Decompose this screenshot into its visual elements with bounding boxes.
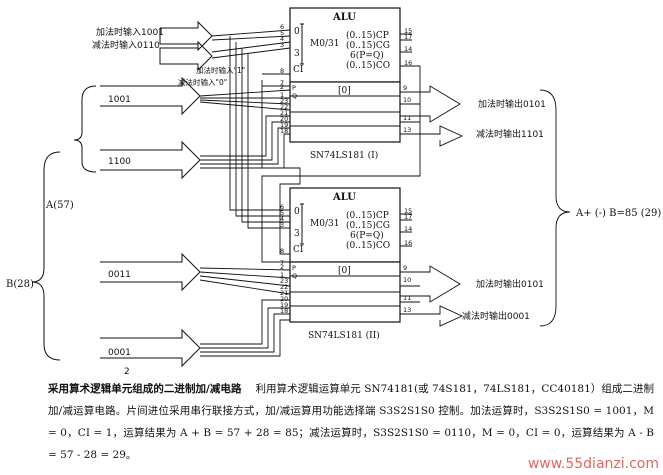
- label-b-lower: 0001: [108, 348, 131, 358]
- label-carry: 2: [124, 367, 130, 377]
- chip-2-input-pin: 18: [280, 307, 288, 315]
- chip-2-output-pin: 9: [403, 264, 407, 272]
- chip-1-func-pq: 6(P=Q): [350, 50, 384, 61]
- chip-1-p: P: [292, 84, 296, 92]
- chip-2-input-pin: 20: [280, 295, 288, 303]
- chip-1-input-pin: 7: [280, 79, 284, 87]
- chip-1-input-pin: 1: [280, 91, 284, 99]
- chip-1-input-pin: 22: [280, 103, 288, 111]
- label-chip1-add-out: 加法时输出0101: [478, 98, 546, 110]
- chip-2-status-pin: 17: [404, 213, 412, 221]
- chip-2-input-pin: 6: [280, 203, 284, 211]
- chip-2-title: ALU: [332, 192, 356, 203]
- brace-a: [73, 85, 97, 173]
- label-result: A+ (-) B=85 (29): [575, 208, 661, 219]
- label-add-input: 加法时输入1001: [96, 26, 164, 38]
- chip-2-input-pin: 23: [280, 277, 288, 285]
- chip-2-input-pin: 2: [280, 263, 284, 271]
- chip-1-func-co: (0..15)CO: [346, 60, 390, 71]
- chip-1-status-pin: 17: [404, 33, 412, 41]
- label-sub-input: 减法时输入0110: [92, 39, 160, 51]
- chip-2-input-pin: 3: [280, 221, 284, 229]
- label-brace-b: B(28): [6, 279, 34, 290]
- chip-2-status-pin: 16: [404, 239, 412, 247]
- chip-2-input-pin: 8: [280, 247, 284, 255]
- chip-1-output-pin: 9: [403, 84, 407, 92]
- label-a-upper: 1001: [108, 95, 131, 105]
- chip-2-input-pin: 7: [280, 259, 284, 267]
- chip-1-input-pin: 23: [280, 97, 288, 105]
- label-sub-ci: 减法时输入"0": [178, 77, 227, 87]
- chip-2-input-pin: 5: [280, 209, 284, 217]
- chip-2-output-pin: 11: [403, 294, 411, 302]
- chip-1-status-pin: 15: [404, 27, 412, 35]
- chip-2-func-co: (0..15)CO: [346, 240, 390, 251]
- label-b-upper: 0011: [108, 270, 131, 280]
- brace-b: [31, 151, 61, 361]
- chip-2-input-pin: 4: [280, 215, 284, 223]
- chip-1-ci: CI: [293, 65, 304, 75]
- chip-1-input-pin: 4: [280, 35, 284, 43]
- chip-1-func-cg: (0..15)CG: [346, 40, 390, 51]
- chip-1-func-cp: (0..15)CP: [346, 30, 389, 41]
- operand-input-arrows: [100, 76, 201, 368]
- chip-2-status-pin: 15: [404, 207, 412, 215]
- chip-1-output-pin: 11: [403, 114, 411, 122]
- chip-2-input-pin: 19: [280, 301, 288, 309]
- chip-1-output-pin: 13: [403, 126, 411, 134]
- chip-1-sum: [0]: [338, 86, 351, 96]
- chip-2-func-cg: (0..15)CG: [346, 220, 390, 231]
- chip-1-status-pin: 14: [404, 45, 412, 53]
- chip-1-input-pin: 21: [280, 109, 288, 117]
- chip-2-name: SN74LS181 (II): [308, 330, 380, 341]
- chip-2-func-cp: (0..15)CP: [346, 210, 389, 221]
- chip-1-sel3: 3: [294, 49, 300, 59]
- watermark: www.55dianzi.com: [527, 456, 659, 472]
- chip-2-input-pin: 22: [280, 283, 288, 291]
- label-add-ci: 加法时输入"1": [196, 65, 245, 75]
- caption-body: 利用算术逻辑运算单元 SN74181(或 74S181，74LS181，CC40…: [48, 383, 654, 461]
- label-chip1-sub-out: 减法时输出1101: [476, 128, 544, 140]
- chip-2-mode: M0/31: [310, 219, 339, 229]
- chip-1-status-pin: 16: [404, 59, 412, 67]
- select-input-arrows: [159, 20, 213, 72]
- chip-2-sel3: 3: [294, 229, 300, 239]
- label-a-lower: 1100: [108, 157, 131, 167]
- chip-1-input-pin: 5: [280, 29, 284, 37]
- chip-1-title: ALU: [332, 12, 356, 23]
- chip-1-input-pin: 3: [280, 41, 284, 49]
- chip-1-input-pin: 19: [280, 121, 288, 129]
- chip-1-input-pin: 8: [280, 67, 284, 75]
- chip-2-input-pin: 1: [280, 271, 284, 279]
- chip-2-ci: CI: [293, 245, 304, 255]
- chip-1: ALU M0/31 0 3 CI (0..15)CP (0..15)CG 6(P…: [280, 7, 412, 161]
- chip-1-input-pin: 18: [280, 127, 288, 135]
- chip-1-name: SN74LS181 (I): [310, 150, 378, 161]
- chip-2: ALU M0/31 0 3 CI (0..15)CP (0..15)CG 6(P…: [280, 187, 412, 341]
- chip-1-output-pin: 10: [403, 96, 411, 104]
- chip-1-input-pin: 6: [280, 23, 284, 31]
- label-brace-a: A(57): [45, 200, 74, 211]
- chip-2-output-pin: 13: [403, 306, 411, 314]
- chip-2-sel0: 0: [294, 207, 300, 217]
- chip-2-output-pin: 10: [403, 276, 411, 284]
- chip-2-p: P: [292, 264, 296, 272]
- figure-caption: 采用算术逻辑单元组成的二进制加/减电路利用算术逻辑运算单元 SN74181(或 …: [48, 378, 654, 466]
- chip-2-func-pq: 6(P=Q): [350, 230, 384, 241]
- chip-1-input-pin: 20: [280, 115, 288, 123]
- chip-2-sum: [0]: [338, 266, 351, 276]
- circuit-diagram: 加法时输入1001 减法时输入0110 加法时输入"1" 减法时输入"0" 10…: [6, 7, 661, 377]
- label-chip2-add-out: 加法时输出0101: [476, 278, 544, 290]
- chip-1-mode: M0/31: [310, 39, 339, 49]
- chip-2-status-pin: 14: [404, 225, 412, 233]
- label-chip2-sub-out: 减法时输出0001: [462, 310, 530, 322]
- wiring: [199, 29, 571, 357]
- caption-title: 采用算术逻辑单元组成的二进制加/减电路: [48, 383, 242, 395]
- chip-1-sel0: 0: [294, 27, 300, 37]
- chip-1-input-pin: 2: [280, 83, 284, 91]
